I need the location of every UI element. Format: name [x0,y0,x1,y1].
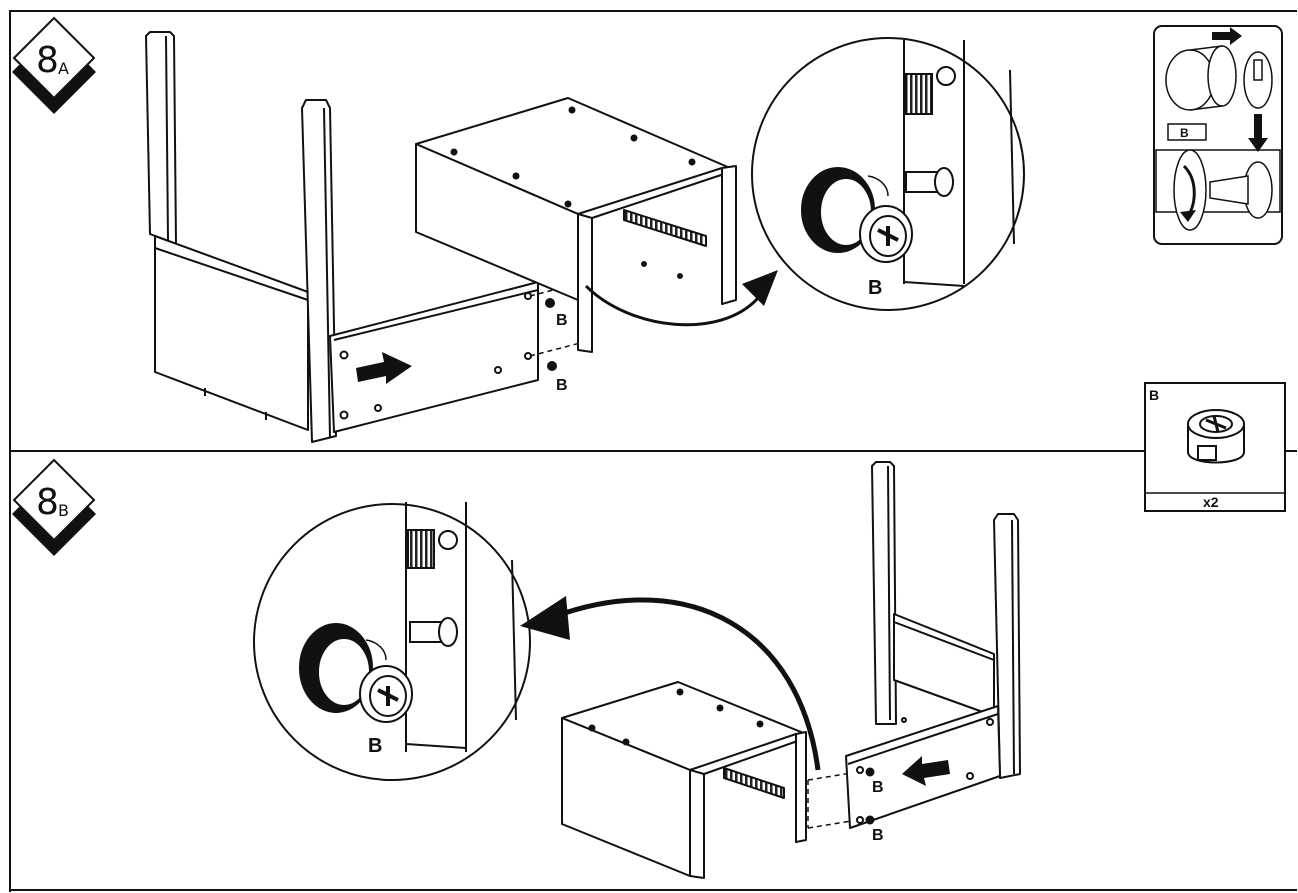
part-label-b-upper: B [556,312,568,329]
parts-box: B x2 [1145,383,1285,511]
detail-inset-8b: B [254,502,530,780]
cam-fittings-8a [545,298,557,371]
part-label-b-8b-upper: B [872,779,884,796]
step-badge-8a: 8 A [12,18,96,114]
step-badge-8b: 8 B [12,460,96,556]
cabinet-box-8b [562,682,806,878]
inset-label-b-8b: B [368,735,382,757]
parts-box-letter: B [1149,387,1159,403]
step-number-8b: 8 [36,482,59,523]
parts-box-quantity: x2 [1203,494,1219,510]
cam-lock-instruction-diagram: B [1154,26,1282,244]
part-label-b-8b-lower: B [872,827,884,844]
step-suffix-8a: A [58,59,69,78]
step-number-8a: 8 [36,40,59,81]
zoom-arrow-head-8a-icon [742,270,778,306]
part-label-b-lower: B [556,377,568,394]
cam-lock-part-icon [1188,410,1244,463]
step-suffix-8b: B [58,501,69,520]
diagram-label-b: B [1180,126,1189,140]
detail-inset-8a: B [752,38,1024,310]
inset-label-b-8a: B [868,277,882,299]
